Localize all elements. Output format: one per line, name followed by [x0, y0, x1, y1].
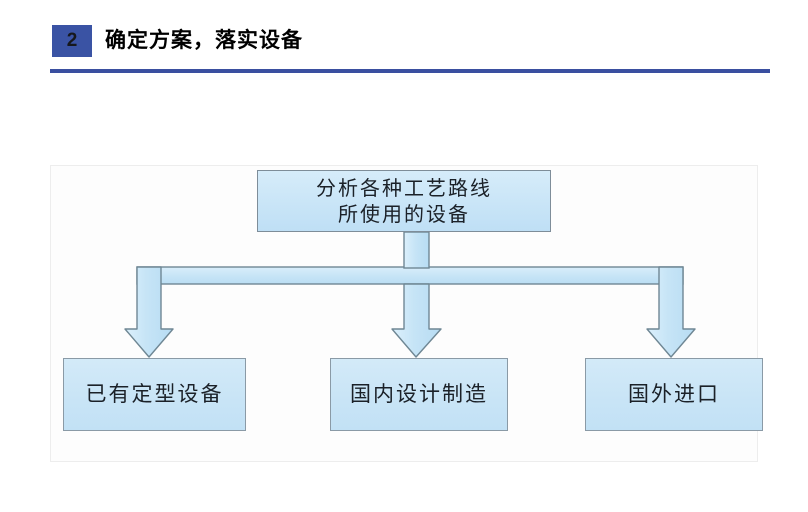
flow-node-domestic-manufacture[interactable]: 国内设计制造	[330, 358, 508, 431]
flow-node-analyze-equipment[interactable]: 分析各种工艺路线 所使用的设备	[257, 170, 551, 232]
header-divider	[50, 69, 770, 73]
flow-node-foreign-import[interactable]: 国外进口	[585, 358, 763, 431]
page-title: 确定方案，落实设备	[105, 29, 303, 52]
section-number-badge: 2	[52, 25, 92, 57]
slide-header: 2 确定方案，落实设备	[0, 0, 808, 80]
flow-node-existing-equipment[interactable]: 已有定型设备	[63, 358, 246, 431]
